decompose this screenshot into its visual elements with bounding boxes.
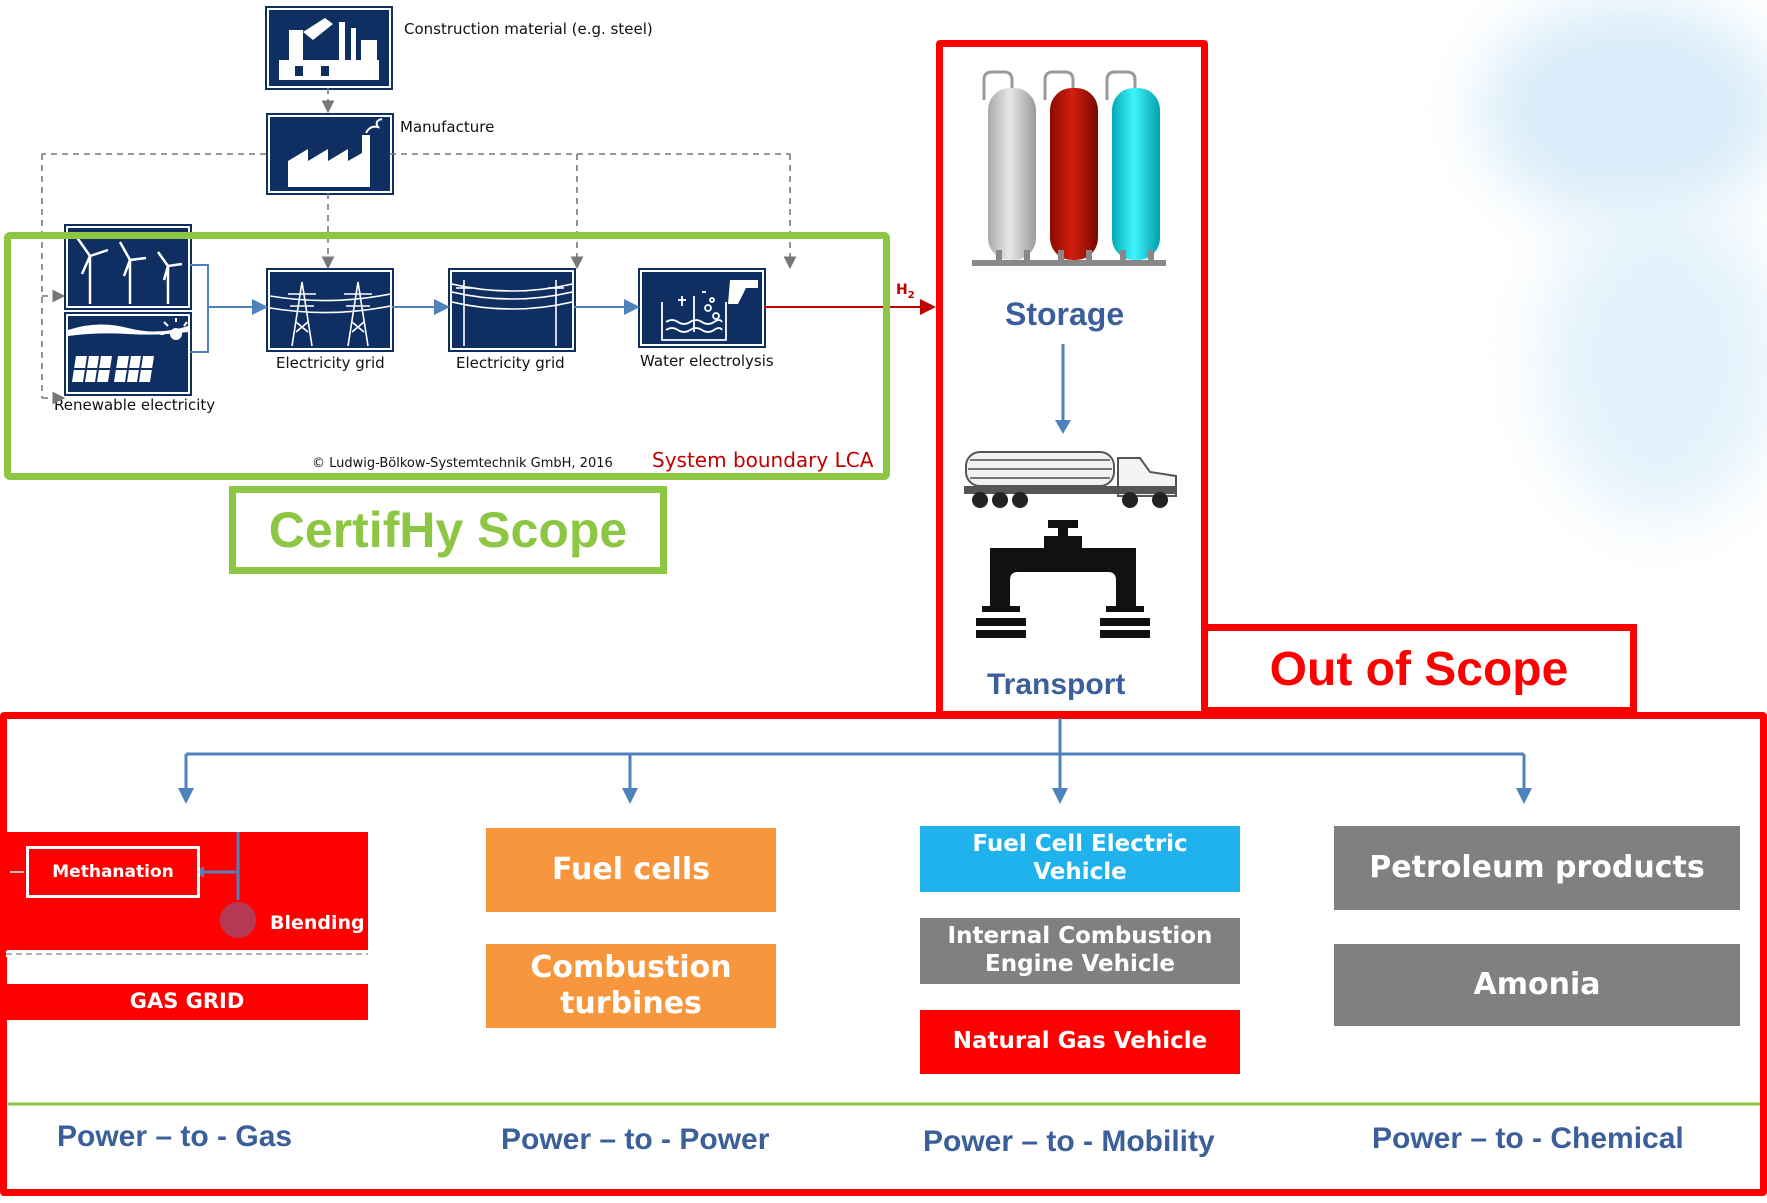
- applications-boundary: [0, 712, 1767, 1196]
- power-to-chemical-label: Power – to - Chemical: [1372, 1122, 1684, 1155]
- power-to-mobility-label: Power – to - Mobility: [923, 1125, 1215, 1158]
- ice-vehicle-box: Internal Combustion Engine Vehicle: [920, 918, 1240, 984]
- fcev-label: Fuel Cell Electric Vehicle: [972, 831, 1188, 885]
- fuel-cells-label: Fuel cells: [552, 852, 710, 887]
- out-of-scope-title: Out of Scope: [1269, 642, 1569, 696]
- electricity-grid-label-1: Electricity grid: [276, 354, 385, 372]
- certifhy-scope-boundary: [4, 232, 890, 480]
- methanation-label: Methanation: [52, 861, 174, 882]
- water-electrolysis-label: Water electrolysis: [640, 352, 774, 370]
- out-of-scope-box: Out of Scope: [1208, 624, 1637, 714]
- power-to-gas-label: Power – to - Gas: [57, 1120, 293, 1153]
- h2-label: H2: [896, 282, 915, 301]
- ngv-box: Natural Gas Vehicle: [920, 1010, 1240, 1074]
- electricity-grid-icon: [266, 268, 394, 352]
- methanation-box: Methanation: [26, 846, 200, 898]
- h2-text: H: [896, 282, 908, 298]
- fuel-cells-box: Fuel cells: [486, 828, 776, 912]
- background-decoration: [1540, 200, 1767, 520]
- construction-material-icon: [265, 6, 393, 90]
- ice-vehicle-label: Internal Combustion Engine Vehicle: [947, 923, 1213, 977]
- amonia-label: Amonia: [1473, 967, 1601, 1002]
- construction-material-label: Construction material (e.g. steel): [404, 20, 653, 38]
- copyright-text: © Ludwig-Bölkow-Systemtechnik GmbH, 2016: [312, 456, 613, 471]
- background-decoration: [1480, 0, 1767, 220]
- certifhy-scope-title: CertifHy Scope: [268, 502, 628, 558]
- amonia-box: Amonia: [1334, 944, 1740, 1026]
- wind-turbine-icon: [64, 224, 192, 310]
- ngv-label: Natural Gas Vehicle: [952, 1028, 1208, 1055]
- electricity-grid-icon: [448, 268, 576, 352]
- combustion-turbines-box: Combustion turbines: [486, 944, 776, 1028]
- h2-subscript: 2: [907, 289, 915, 301]
- gas-grid-label: GAS GRID: [129, 989, 245, 1014]
- electricity-grid-label-2: Electricity grid: [456, 354, 565, 372]
- water-electrolysis-icon: [638, 268, 766, 348]
- storage-label: Storage: [1005, 296, 1125, 332]
- combustion-turbines-label: Combustion turbines: [530, 950, 732, 1021]
- certifhy-scope-box: CertifHy Scope: [229, 486, 667, 574]
- petroleum-products-label: Petroleum products: [1369, 850, 1705, 885]
- solar-panel-icon: [64, 312, 192, 396]
- transport-label: Transport: [987, 668, 1126, 701]
- renewable-electricity-label: Renewable electricity: [54, 396, 216, 414]
- manufacture-label: Manufacture: [400, 118, 495, 136]
- power-to-power-label: Power – to - Power: [501, 1123, 770, 1156]
- petroleum-products-box: Petroleum products: [1334, 826, 1740, 910]
- blending-label: Blending: [270, 912, 365, 934]
- system-boundary-label: System boundary LCA: [652, 448, 874, 472]
- fcev-box: Fuel Cell Electric Vehicle: [920, 826, 1240, 892]
